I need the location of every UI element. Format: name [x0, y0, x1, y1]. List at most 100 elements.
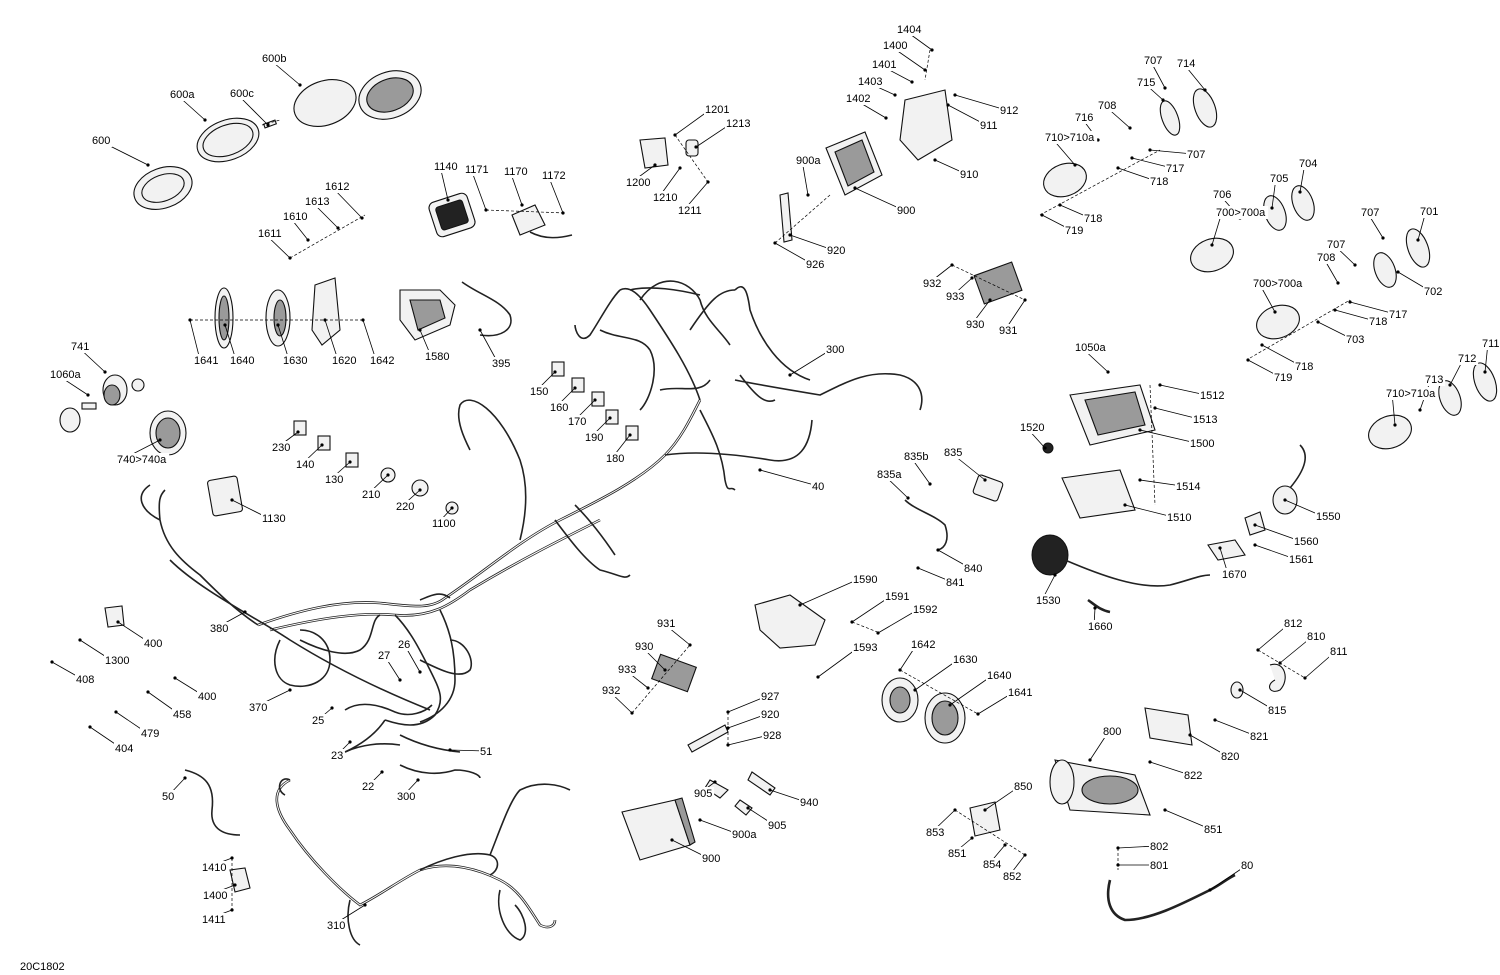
- label-background: [1288, 553, 1316, 566]
- leader-dot: [1238, 688, 1242, 692]
- label-background: [876, 468, 904, 481]
- label-background: [1035, 594, 1063, 607]
- leader-dot: [1253, 523, 1257, 527]
- part-label: 220: [396, 501, 414, 513]
- part-label: 1592: [913, 604, 937, 616]
- leader-dot: [1088, 758, 1092, 762]
- label-background: [1360, 206, 1382, 219]
- label-background: [693, 787, 715, 800]
- label-background: [201, 861, 229, 874]
- speaker-lower: [754, 594, 966, 744]
- socket-220: [411, 479, 429, 497]
- leader-dot: [478, 328, 482, 332]
- leader-dot: [188, 318, 192, 322]
- label-background: [1388, 308, 1410, 321]
- leader-dot: [663, 668, 667, 672]
- label-background: [652, 191, 680, 204]
- label-background: [282, 210, 310, 223]
- leader-dot: [746, 806, 750, 810]
- leader-dot: [706, 180, 710, 184]
- part-label: 715: [1137, 77, 1155, 89]
- leader-dot: [1256, 648, 1260, 652]
- part-label: 811: [1330, 646, 1348, 658]
- part-label: 1520: [1020, 422, 1044, 434]
- strap-920-lower: [687, 724, 729, 753]
- part-label: 850: [1014, 781, 1032, 793]
- label-background: [257, 227, 285, 240]
- leader-dot: [768, 788, 772, 792]
- part-label: 80: [1241, 860, 1253, 872]
- leader-dot: [243, 610, 247, 614]
- part-label: 26: [398, 639, 410, 651]
- part-label: 710>710a: [1386, 388, 1436, 400]
- part-label: 150: [530, 386, 548, 398]
- part-label: 707: [1361, 207, 1379, 219]
- part-label: 1670: [1222, 569, 1246, 581]
- label-background: [795, 154, 823, 167]
- part-label: 905: [768, 820, 786, 832]
- leader-dot: [1023, 853, 1027, 857]
- leader-line: [1154, 407, 1200, 420]
- part-label: 1593: [853, 642, 877, 654]
- part-label: 130: [325, 474, 343, 486]
- leader-dot: [103, 370, 107, 374]
- leader-dot: [1278, 661, 1282, 665]
- part-label: 707: [1327, 239, 1345, 251]
- label-background: [295, 458, 317, 471]
- leader-dot: [1396, 270, 1400, 274]
- label-background: [845, 92, 873, 105]
- label-background: [433, 160, 461, 173]
- label-background: [857, 75, 885, 88]
- label-background: [871, 58, 899, 71]
- leader-dot: [950, 263, 954, 267]
- leader-line: [324, 319, 339, 361]
- leader-dot: [983, 478, 987, 482]
- part-label: 711: [1482, 338, 1500, 350]
- part-label: 708: [1098, 100, 1116, 112]
- leader-dot: [893, 93, 897, 97]
- part-label: 926: [806, 259, 824, 271]
- label-background: [541, 169, 569, 182]
- label-background: [852, 641, 880, 654]
- label-background: [114, 742, 136, 755]
- part-label: 928: [763, 730, 781, 742]
- label-background: [1192, 413, 1220, 426]
- part-label: 1642: [911, 639, 935, 651]
- part-label: 1140: [434, 161, 458, 173]
- part-label: 230: [272, 442, 290, 454]
- label-background: [197, 690, 219, 703]
- leader-line: [799, 578, 860, 606]
- leader-dot: [146, 690, 150, 694]
- part-label: 905: [694, 788, 712, 800]
- leader-dot: [1260, 343, 1264, 347]
- leader-dot: [1093, 606, 1097, 610]
- part-label: 708: [1317, 252, 1335, 264]
- cover-1590: [754, 594, 826, 649]
- label-background: [1329, 645, 1351, 658]
- label-background: [261, 512, 289, 525]
- part-label: 700>700a: [1216, 207, 1266, 219]
- part-label: 841: [946, 577, 964, 589]
- leader-dot: [913, 688, 917, 692]
- bracket-1510: [1061, 469, 1136, 519]
- ecu-900-top: [779, 89, 953, 243]
- leader-dot: [223, 323, 227, 327]
- label-background: [1087, 620, 1115, 633]
- part-label: 1400: [203, 890, 227, 902]
- part-label: 1611: [258, 228, 282, 240]
- label-background: [767, 819, 789, 832]
- part-label: 1400: [883, 40, 907, 52]
- label-background: [1165, 162, 1187, 175]
- label-background: [896, 204, 918, 217]
- leader-dot: [1203, 88, 1207, 92]
- leader-dot: [1188, 733, 1192, 737]
- leader-dot: [1418, 408, 1422, 412]
- part-label: 933: [618, 664, 636, 676]
- leader-line: [1159, 384, 1207, 396]
- part-label: 822: [1184, 770, 1202, 782]
- part-label: 1613: [305, 196, 329, 208]
- leader-dot: [1138, 428, 1142, 432]
- leader-dot: [726, 710, 730, 714]
- leader-dot: [1158, 383, 1162, 387]
- leader-dot: [608, 416, 612, 420]
